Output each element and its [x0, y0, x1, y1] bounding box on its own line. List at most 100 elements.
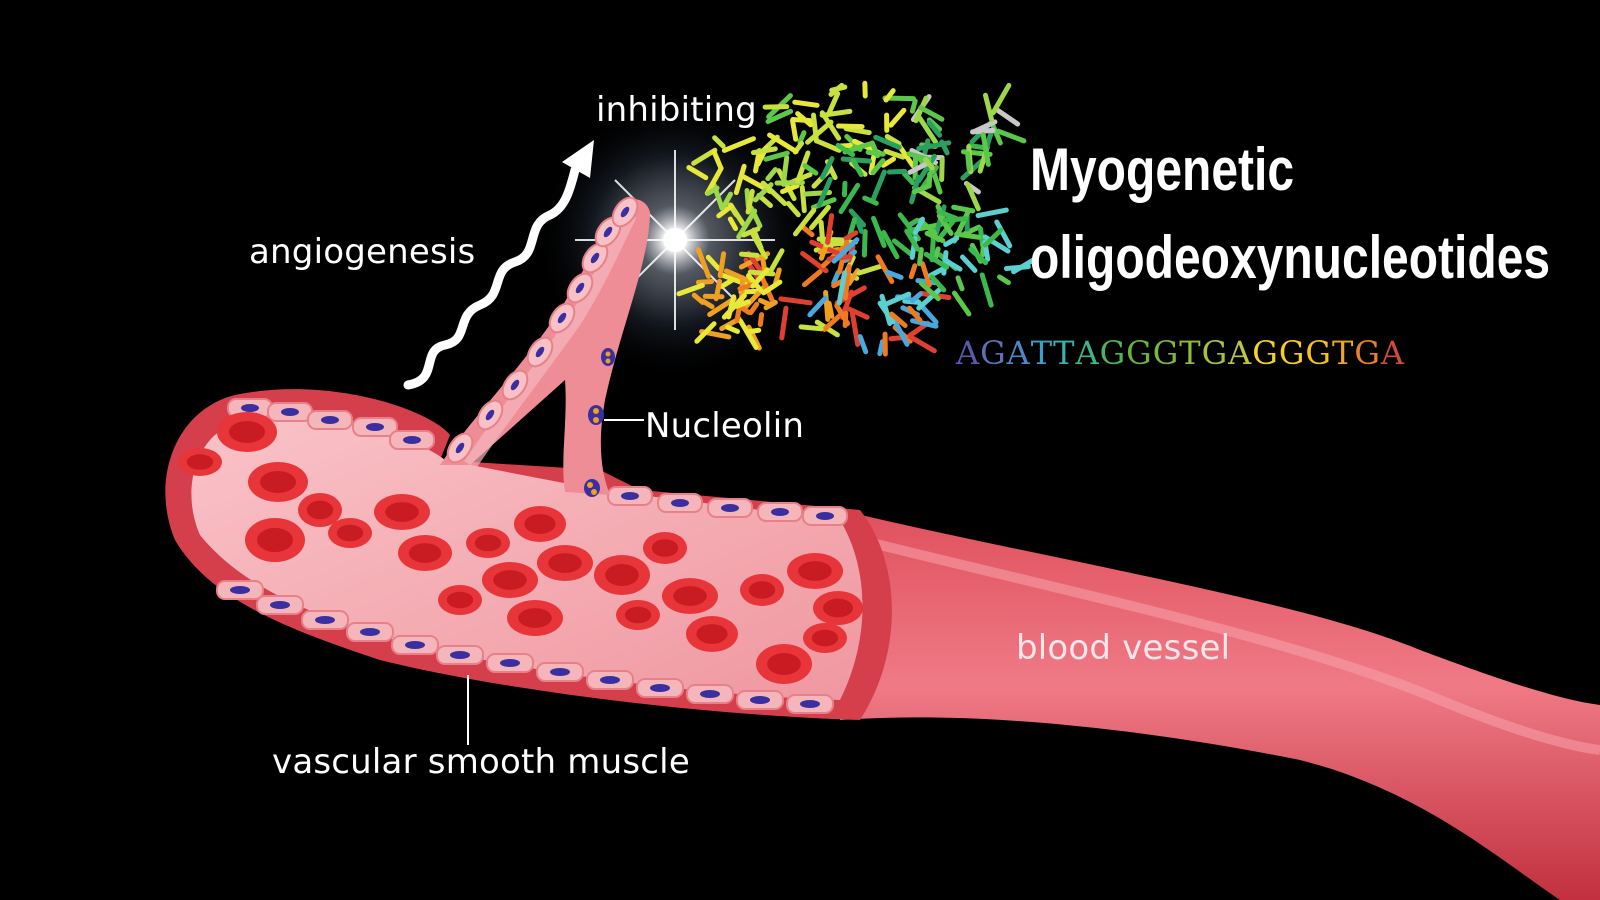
red-blood-cell [662, 578, 718, 614]
molecule-bond [871, 215, 887, 248]
red-blood-cell [178, 448, 222, 476]
red-blood-cell [756, 644, 812, 684]
molecule-bond [909, 98, 918, 114]
molecule-bond [840, 156, 872, 164]
molecule-bond [705, 185, 720, 196]
molecule-bond [691, 147, 718, 166]
molecule-bond [761, 279, 783, 296]
nucleolin-marker [584, 348, 615, 497]
molecule-bond [906, 305, 923, 323]
molecule-bond [846, 306, 870, 320]
sequence-letter: A [956, 334, 981, 372]
molecule-bond [769, 248, 785, 272]
molecule-bond [883, 148, 906, 160]
molecule-bond [901, 171, 916, 186]
molecule-bond [712, 135, 726, 149]
red-blood-cell [328, 518, 372, 548]
angiogenesis-inhibition-arrow [403, 140, 594, 390]
molecule-bond [907, 161, 930, 175]
molecule-bond [750, 146, 778, 156]
molecule-bond [892, 319, 910, 347]
sprout-cell [548, 302, 576, 334]
endothelial-cell [707, 498, 753, 518]
molecule-bond [923, 157, 935, 171]
molecule-bond [848, 208, 867, 228]
molecule-bond [831, 270, 841, 286]
endothelial-cell [389, 430, 435, 450]
molecule-bond [721, 136, 756, 153]
endothelial-cell [307, 410, 353, 430]
molecule-bond [995, 128, 1027, 144]
molecule-bond [676, 282, 705, 297]
sequence-letter: A [1075, 334, 1100, 372]
sequence-letter: A [1228, 334, 1253, 372]
molecule-bond [686, 165, 709, 181]
molecule-bond [990, 82, 1012, 116]
molecule-bond [869, 140, 881, 159]
smooth-muscle-cell [346, 622, 394, 642]
red-blood-cell [438, 585, 482, 615]
red-blood-cell [245, 518, 305, 562]
molecule-bond [748, 301, 760, 316]
label-vascular-smooth-muscle: vascular smooth muscle [272, 742, 690, 782]
molecule-bond [799, 223, 815, 238]
molecule-bond [798, 324, 824, 332]
red-blood-cell [537, 545, 593, 581]
leader-lines [467, 419, 644, 745]
molecule-bond [955, 275, 965, 292]
sequence-letter: G [1305, 334, 1332, 372]
smooth-muscle-cell [216, 580, 264, 600]
molecule-bond [884, 134, 902, 146]
sequence-letter: A [1380, 334, 1405, 372]
smooth-muscle-cell [536, 662, 584, 682]
molecule-bond [873, 134, 902, 150]
molecule-bond [877, 339, 886, 357]
molecule-bond [954, 231, 982, 240]
molecule-bond [805, 119, 834, 145]
molecule-bond [917, 115, 939, 145]
sequence-letter: G [1201, 334, 1229, 372]
molecule-bond [745, 188, 755, 215]
sequence-letter: G [1099, 334, 1127, 372]
molecule-bond [797, 130, 807, 145]
molecule-bond [802, 163, 819, 176]
molecule-bond [733, 163, 747, 196]
molecule-bond [910, 318, 939, 329]
label-angiogenesis: angiogenesis [249, 232, 476, 272]
molecule-bond [792, 207, 817, 237]
molecule-bond [916, 153, 937, 184]
molecule-bond [728, 202, 746, 227]
molecule-bond [733, 299, 751, 309]
label-blood-vessel: blood vessel [1016, 628, 1231, 668]
red-blood-cell [787, 553, 843, 589]
sequence-letter: G [1278, 334, 1306, 372]
molecule-bond [916, 140, 952, 152]
molecule-bond [819, 108, 853, 118]
molecule-bond [917, 247, 924, 267]
sprout-cell [526, 336, 554, 368]
molecule-bond [994, 219, 1013, 249]
molecule-bond [880, 156, 897, 168]
molecule-bond [951, 204, 976, 214]
molecule-bond [841, 180, 848, 198]
molecule-bond [939, 157, 945, 183]
title-line-1: Myogenetic [1030, 136, 1295, 203]
molecule-bond [918, 280, 941, 302]
red-blood-cell [466, 528, 510, 558]
molecule-bond [905, 217, 920, 229]
smooth-muscle-cell [391, 635, 439, 655]
molecule-bond [941, 250, 949, 276]
molecule-bond [962, 224, 982, 236]
molecule-bond [885, 269, 904, 280]
sequence-letter: T [1179, 334, 1202, 372]
molecule-bond [738, 318, 759, 351]
molecule-bond [691, 292, 706, 305]
smooth-muscle-cell [301, 610, 349, 630]
molecule-bond [780, 183, 800, 195]
smooth-muscle-cell [736, 690, 784, 710]
molecule-bond [695, 247, 712, 279]
molecule-bond [838, 182, 861, 215]
molecule-bond [942, 216, 969, 223]
molecule-bond [757, 312, 765, 328]
molecule-bond [816, 176, 833, 208]
